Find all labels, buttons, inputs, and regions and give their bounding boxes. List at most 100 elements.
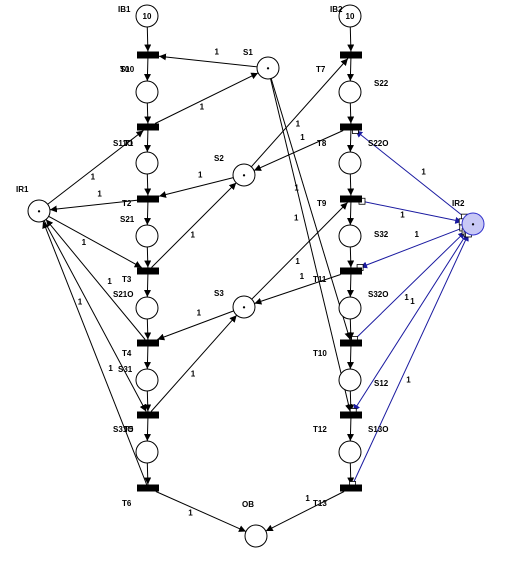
place-s12[interactable]: [338, 368, 362, 392]
arc-s2-to-t2[interactable]: [158, 177, 234, 198]
place-s32o[interactable]: [338, 296, 362, 320]
transition-t11[interactable]: [340, 267, 362, 275]
arc-weight-label: 1: [300, 272, 305, 281]
place-ob[interactable]: [244, 524, 268, 548]
arc-weight-label: 1: [294, 183, 299, 192]
place-s32[interactable]: [338, 224, 362, 248]
arc-ir2-to-t8[interactable]: [355, 130, 465, 218]
arc-t3-to-s2[interactable]: [151, 182, 237, 268]
place-s31[interactable]: [135, 368, 159, 392]
place-s21o[interactable]: [135, 296, 159, 320]
place-token-count: •: [243, 171, 246, 180]
arc-t0-to-s1x[interactable]: [143, 58, 151, 82]
transition-t1[interactable]: [137, 123, 159, 131]
arc-t5-to-s3[interactable]: [150, 314, 238, 412]
arc-t13-to-ir2[interactable]: [352, 233, 469, 485]
arc-s3-to-t9[interactable]: [251, 202, 348, 300]
transition-label: T4: [122, 349, 132, 358]
place-s1[interactable]: [256, 56, 280, 80]
transition-t4[interactable]: [137, 339, 159, 347]
transition-t3[interactable]: [137, 267, 159, 275]
arc-s1x-to-t1[interactable]: [144, 102, 152, 124]
place-token-count: •: [243, 303, 246, 312]
arc-t9-to-s32[interactable]: [346, 202, 354, 226]
labels-layer: IB1S10S11OS21S21OS31S31OIB2S22S22OS32S32…: [16, 5, 465, 509]
arc-t10-to-s12[interactable]: [346, 346, 354, 370]
place-s21[interactable]: [135, 224, 159, 248]
arc-t3-to-s21o[interactable]: [143, 274, 151, 298]
place-s13o[interactable]: [338, 440, 362, 464]
place-s11o[interactable]: [135, 151, 159, 175]
arc-s2-to-t7[interactable]: [250, 58, 349, 168]
arc-ir2-to-t12[interactable]: [352, 233, 468, 412]
arc-t8-to-s2[interactable]: [253, 130, 344, 171]
arc-s1-to-t10[interactable]: [270, 78, 352, 340]
arc-t1-to-s1[interactable]: [154, 72, 259, 124]
arc-t4-to-s31[interactable]: [143, 346, 151, 370]
place-ib2[interactable]: [338, 4, 362, 28]
transition-t10[interactable]: [340, 339, 362, 347]
arc-s21-to-t3[interactable]: [144, 246, 152, 268]
arc-t13-to-ob[interactable]: [265, 491, 345, 532]
arc-weight-label: 1: [215, 47, 220, 56]
transition-t5[interactable]: [137, 411, 159, 419]
transition-t6[interactable]: [137, 484, 159, 492]
arc-ir1-to-t1[interactable]: [47, 130, 144, 205]
arc-ir1-to-t3[interactable]: [48, 215, 142, 268]
arc-t11-to-s32o[interactable]: [346, 274, 354, 298]
place-s22[interactable]: [338, 80, 362, 104]
arc-t2-to-ir1[interactable]: [49, 199, 138, 213]
place-ib1[interactable]: [135, 4, 159, 28]
transition-t2[interactable]: [137, 195, 159, 203]
arc-s11-to-t2[interactable]: [144, 173, 152, 196]
arc-t2-to-s21[interactable]: [143, 202, 151, 226]
place-token-count: 10: [346, 12, 355, 21]
transition-t9[interactable]: [340, 195, 362, 203]
place-ir1[interactable]: [27, 199, 51, 223]
arc-s21o-to-t4[interactable]: [144, 318, 152, 340]
transition-t13[interactable]: [340, 484, 362, 492]
arc-t4-to-ir1[interactable]: [45, 219, 146, 340]
arc-t9-to-ir2[interactable]: [361, 200, 463, 224]
place-s31o[interactable]: [135, 440, 159, 464]
place-s2[interactable]: [232, 163, 256, 187]
arc-t10-to-ir2[interactable]: [354, 231, 466, 340]
transition-t12[interactable]: [340, 411, 362, 419]
arc-ir2-to-t11[interactable]: [359, 227, 463, 269]
arc-s31o-to-t6[interactable]: [144, 462, 152, 485]
arc-t6-to-ob[interactable]: [155, 491, 247, 532]
arc-s31-to-t5[interactable]: [144, 390, 152, 412]
arc-s32-to-t11[interactable]: [347, 246, 355, 268]
arc-s22o-to-t9[interactable]: [347, 173, 355, 196]
arc-t7-to-s22[interactable]: [346, 58, 354, 82]
arc-t6-to-ir1[interactable]: [42, 221, 148, 485]
arc-s32o-to-t10[interactable]: [347, 318, 355, 340]
place-label: S21: [120, 215, 135, 224]
place-s22o[interactable]: [338, 151, 362, 175]
place-s10[interactable]: [135, 80, 159, 104]
arc-weight-label: 1: [296, 120, 301, 129]
arc-ir1-to-t5[interactable]: [43, 220, 147, 412]
arc-t8-to-s22o[interactable]: [347, 130, 354, 153]
arc-s3-to-t4[interactable]: [157, 310, 234, 341]
transition-t0[interactable]: [137, 51, 159, 59]
transition-t8[interactable]: [340, 123, 362, 131]
arc-t5-to-s31o[interactable]: [143, 418, 151, 442]
place-label: S22: [374, 79, 389, 88]
arc-s22-to-t8[interactable]: [347, 102, 355, 124]
arc-ib1-to-t0[interactable]: [144, 26, 152, 52]
arc-t11-to-s3[interactable]: [254, 274, 341, 305]
arc-ib2-to-t7[interactable]: [347, 26, 355, 52]
place-s3[interactable]: [232, 295, 256, 319]
arc-t1-to-s11[interactable]: [144, 130, 151, 153]
place-ir2[interactable]: [461, 212, 485, 236]
arc-t12-to-s13o[interactable]: [346, 418, 354, 442]
place-token-count: •: [267, 64, 270, 73]
transition-label: T3: [122, 275, 132, 284]
arc-s13o-to-t13[interactable]: [347, 462, 355, 485]
arc-weight-label: 1: [410, 297, 415, 306]
arc-s1-to-t12[interactable]: [270, 78, 352, 412]
arc-s1-to-t0[interactable]: [158, 53, 258, 68]
transition-t7[interactable]: [340, 51, 362, 59]
